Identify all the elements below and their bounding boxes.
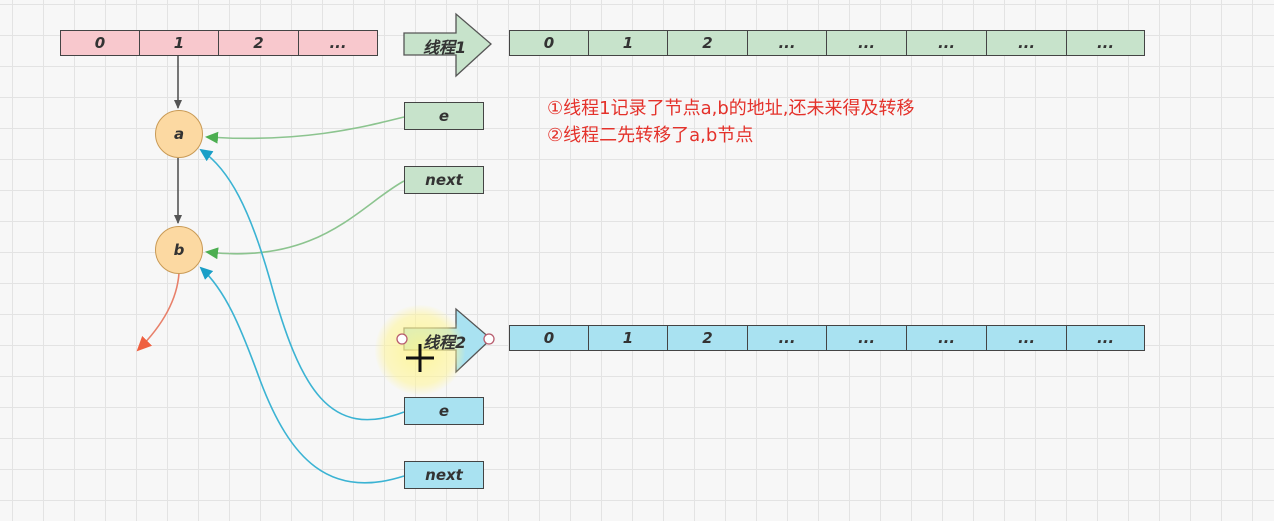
resize-handle-left[interactable] bbox=[396, 333, 408, 345]
thread2-e-to-a-arrow bbox=[199, 148, 405, 421]
main-table-cell-3: ... bbox=[298, 30, 378, 56]
note-line-1: ①线程1记录了节点a,b的地址,还未来得及转移 bbox=[547, 98, 915, 119]
thread1-next-box: next bbox=[404, 166, 484, 194]
thread1-e-to-a-arrow bbox=[205, 116, 405, 144]
b-next-red-arrow bbox=[136, 272, 180, 352]
thread1-table-cell-3: ... bbox=[747, 30, 827, 56]
resize-handle-right[interactable] bbox=[483, 333, 495, 345]
thread1-table-cell-5: ... bbox=[906, 30, 987, 56]
main-table-cell-2: 2 bbox=[218, 30, 299, 56]
thread2-table-cell-5: ... bbox=[906, 325, 987, 351]
thread2-table-cell-4: ... bbox=[826, 325, 907, 351]
thread1-table-cell-2: 2 bbox=[667, 30, 748, 56]
move-cursor-icon bbox=[406, 344, 434, 372]
note-line-2: ②线程二先转移了a,b节点 bbox=[547, 125, 754, 146]
thread2-table-cell-6: ... bbox=[986, 325, 1067, 351]
thread2-table-cell-0: 0 bbox=[509, 325, 589, 351]
thread1-table-cell-0: 0 bbox=[509, 30, 589, 56]
thread1-table-cell-1: 1 bbox=[588, 30, 668, 56]
node-a: a bbox=[155, 110, 203, 158]
thread1-e-box: e bbox=[404, 102, 484, 130]
thread2-next-to-b-arrow bbox=[199, 266, 405, 484]
thread1-next-to-b-arrow bbox=[205, 180, 405, 260]
thread2-table-cell-1: 1 bbox=[588, 325, 668, 351]
thread2-table-cell-3: ... bbox=[747, 325, 827, 351]
thread2-e-box: e bbox=[404, 397, 484, 425]
thread2-table-cell-2: 2 bbox=[667, 325, 748, 351]
thread1-table-cell-4: ... bbox=[826, 30, 907, 56]
thread2-label: 线程2 bbox=[423, 333, 467, 352]
thread1-table-cell-6: ... bbox=[986, 30, 1067, 56]
thread2-next-box: next bbox=[404, 461, 484, 489]
thread1-table-cell-7: ... bbox=[1066, 30, 1145, 56]
thread1-label: 线程1 bbox=[423, 38, 467, 57]
node-b: b bbox=[155, 226, 203, 274]
thread2-table-cell-7: ... bbox=[1066, 325, 1145, 351]
main-table-cell-1: 1 bbox=[139, 30, 219, 56]
thread1-arrow-shape bbox=[403, 12, 492, 78]
